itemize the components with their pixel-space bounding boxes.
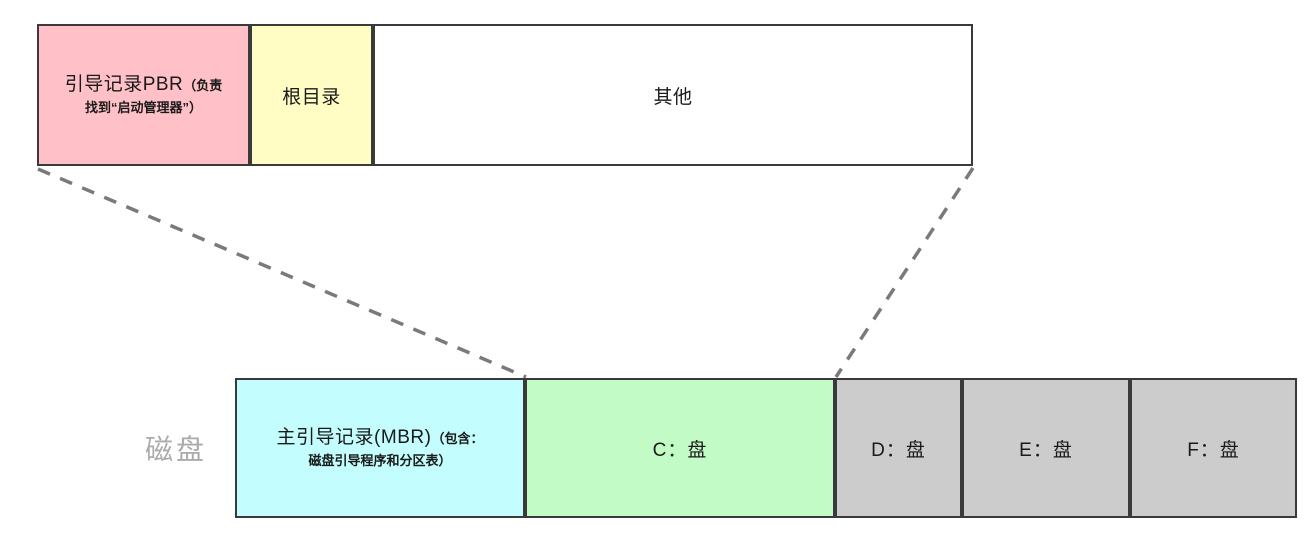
mbr-paren-open: （包含： (431, 430, 484, 446)
disk-cell-drive-c: C：盘 (525, 378, 835, 518)
mbr-title-line: 主引导记录(MBR)（包含： (277, 426, 484, 451)
right-connector-line (834, 167, 975, 378)
partition-cell-root-directory: 根目录 (250, 24, 373, 166)
disk-cell-drive-d: D：盘 (835, 378, 962, 518)
pbr-subtitle: 找到“启动管理器”） (84, 99, 202, 115)
other-label: 其他 (653, 86, 693, 108)
drive-c-label: C：盘 (652, 439, 708, 461)
left-connector-line (37, 167, 527, 379)
root-directory-label: 根目录 (282, 86, 341, 108)
partition-cell-pbr: 引导记录PBR（负责 找到“启动管理器”） (37, 24, 250, 166)
pbr-title-line: 引导记录PBR（负责 (65, 73, 223, 98)
mbr-title: 主引导记录(MBR) (276, 426, 432, 448)
drive-e-label: E：盘 (1019, 439, 1073, 461)
drive-f-label: F：盘 (1187, 439, 1240, 461)
pbr-title: 引导记录PBR (64, 73, 184, 95)
partition-cell-other: 其他 (373, 24, 973, 166)
mbr-subtitle: 磁盘引导程序和分区表） (308, 452, 452, 468)
disk-cell-drive-e: E：盘 (962, 378, 1130, 518)
pbr-paren-open: （负责 (183, 77, 223, 93)
disk-cell-drive-f: F：盘 (1130, 378, 1297, 518)
drive-d-label: D：盘 (871, 439, 926, 461)
disk-cell-mbr: 主引导记录(MBR)（包含： 磁盘引导程序和分区表） (235, 378, 525, 518)
disk-caption: 磁盘 (144, 434, 207, 465)
